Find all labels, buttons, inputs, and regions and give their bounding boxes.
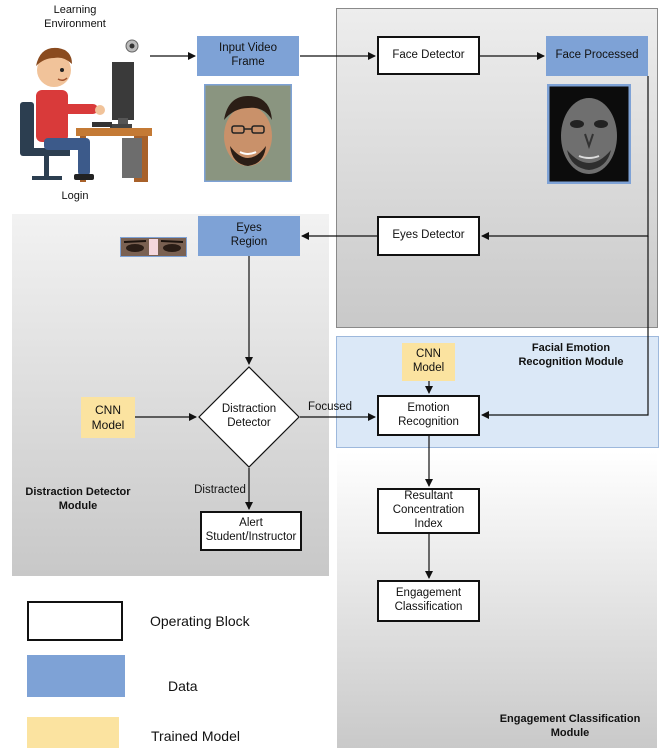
distraction-module-label: Distraction Detector Module [25,486,131,512]
distraction-detector-label: Distraction Detector [221,403,277,429]
cnn-model-distraction-block: CNN Model [81,397,135,438]
emotion-recognition-block: Emotion Recognition [377,395,480,436]
processed-face-photo [547,84,631,184]
student-at-computer-illustration [20,39,152,182]
legend-trained-model-swatch [27,717,119,748]
webcam-face-photo [204,84,292,182]
distracted-edge-label: Distracted [194,484,246,496]
alert-block: Alert Student/Instructor [200,511,302,551]
learning-environment-label: Learning Environment [44,4,106,30]
cnn-model-fer-block: CNN Model [402,343,455,381]
legend-data-label: Data [168,678,198,694]
eyes-region-block: Eyes Region [198,216,300,256]
engagement-module-label: Engagement Classification Module [499,713,641,739]
engagement-classification-block: Engagement Classification [377,580,480,622]
face-detector-block: Face Detector [377,36,480,75]
input-video-frame-block: Input Video Frame [197,36,299,76]
distraction-detector-diamond [198,366,300,468]
face-processed-block: Face Processed [546,36,648,76]
legend-data-swatch [27,655,125,697]
legend-operating-block-swatch [27,601,123,641]
legend-operating-block-label: Operating Block [150,613,250,629]
eyes-region-photo [120,237,187,257]
fer-module-label: Facial Emotion Recognition Module [518,342,624,368]
focused-edge-label: Focused [307,401,353,413]
eyes-detector-block: Eyes Detector [377,216,480,256]
resultant-concentration-index-block: Resultant Concentration Index [377,488,480,534]
legend-trained-model-label: Trained Model [151,728,240,744]
login-label: Login [61,190,89,202]
